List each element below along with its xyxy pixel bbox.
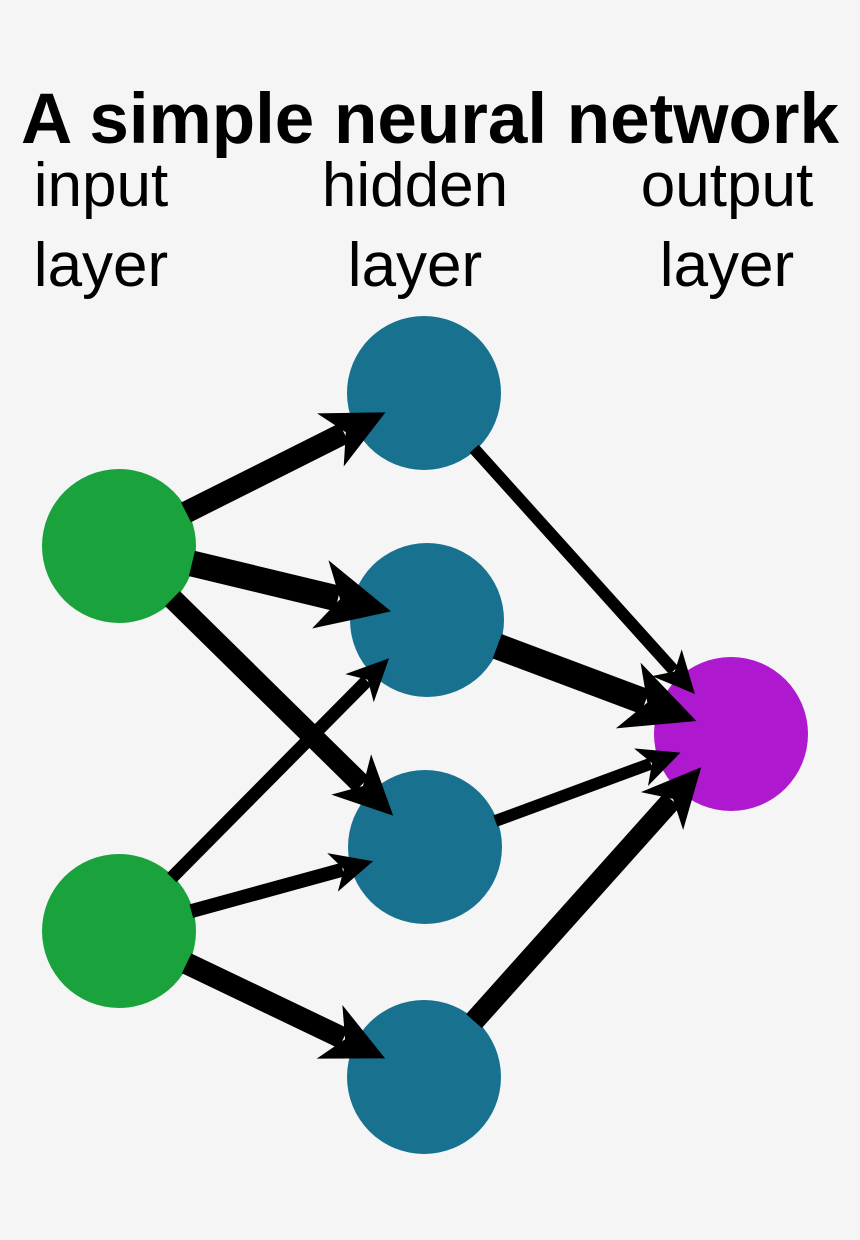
edge-input-1-to-hidden-3 xyxy=(165,591,394,816)
node-input-1 xyxy=(42,469,196,623)
node-input-2 xyxy=(42,854,196,1008)
arrowhead-icon xyxy=(327,853,374,892)
input-layer-label-line2: layer xyxy=(33,231,169,300)
arrowhead-icon xyxy=(615,662,697,729)
arrowhead-icon xyxy=(345,658,390,703)
edge-shaft xyxy=(181,953,349,1049)
arrowhead-icon xyxy=(317,412,386,467)
edge-shaft xyxy=(493,757,653,827)
arrowhead-icon xyxy=(312,560,392,629)
input-layer-label-line1: input xyxy=(33,151,169,220)
edge-shaft xyxy=(167,676,372,883)
hidden-layer-label-line2: layer xyxy=(347,231,483,300)
hidden-layer-label: hidden layer xyxy=(285,146,545,306)
input-layer-label: input layer xyxy=(0,146,231,306)
arrowhead-icon xyxy=(634,748,681,786)
output-layer-label-line2: layer xyxy=(659,231,795,300)
edge-input-1-to-hidden-2 xyxy=(188,550,392,629)
edge-hidden-2-to-output-1 xyxy=(492,634,697,729)
arrowhead-icon xyxy=(316,1004,386,1059)
edge-hidden-3-to-output-1 xyxy=(493,748,681,827)
hidden-layer-label-line1: hidden xyxy=(321,151,509,220)
output-layer-label-line1: output xyxy=(640,151,814,220)
arrowhead-icon xyxy=(651,649,695,694)
node-hidden-4 xyxy=(347,1000,501,1154)
edge-input-2-to-hidden-3 xyxy=(189,853,374,918)
edge-input-2-to-hidden-2 xyxy=(167,658,390,883)
node-hidden-1 xyxy=(347,316,501,470)
edge-shaft xyxy=(466,793,680,1029)
page-title: A simple neural network xyxy=(20,79,840,159)
edge-shaft xyxy=(189,862,345,918)
edge-hidden-4-to-output-1 xyxy=(466,767,702,1029)
arrowhead-icon xyxy=(331,754,394,816)
arrowhead-icon xyxy=(640,767,702,830)
edge-input-2-to-hidden-4 xyxy=(181,953,386,1059)
output-layer-label: output layer xyxy=(597,146,857,306)
edge-shaft xyxy=(165,591,370,793)
edge-shaft xyxy=(188,550,342,612)
edge-input-1-to-hidden-1 xyxy=(181,412,386,523)
edge-shaft xyxy=(492,634,650,715)
node-hidden-2 xyxy=(350,543,504,697)
edge-shaft xyxy=(469,444,679,675)
edge-hidden-1-to-output-1 xyxy=(469,444,695,694)
edge-shaft xyxy=(181,423,350,523)
